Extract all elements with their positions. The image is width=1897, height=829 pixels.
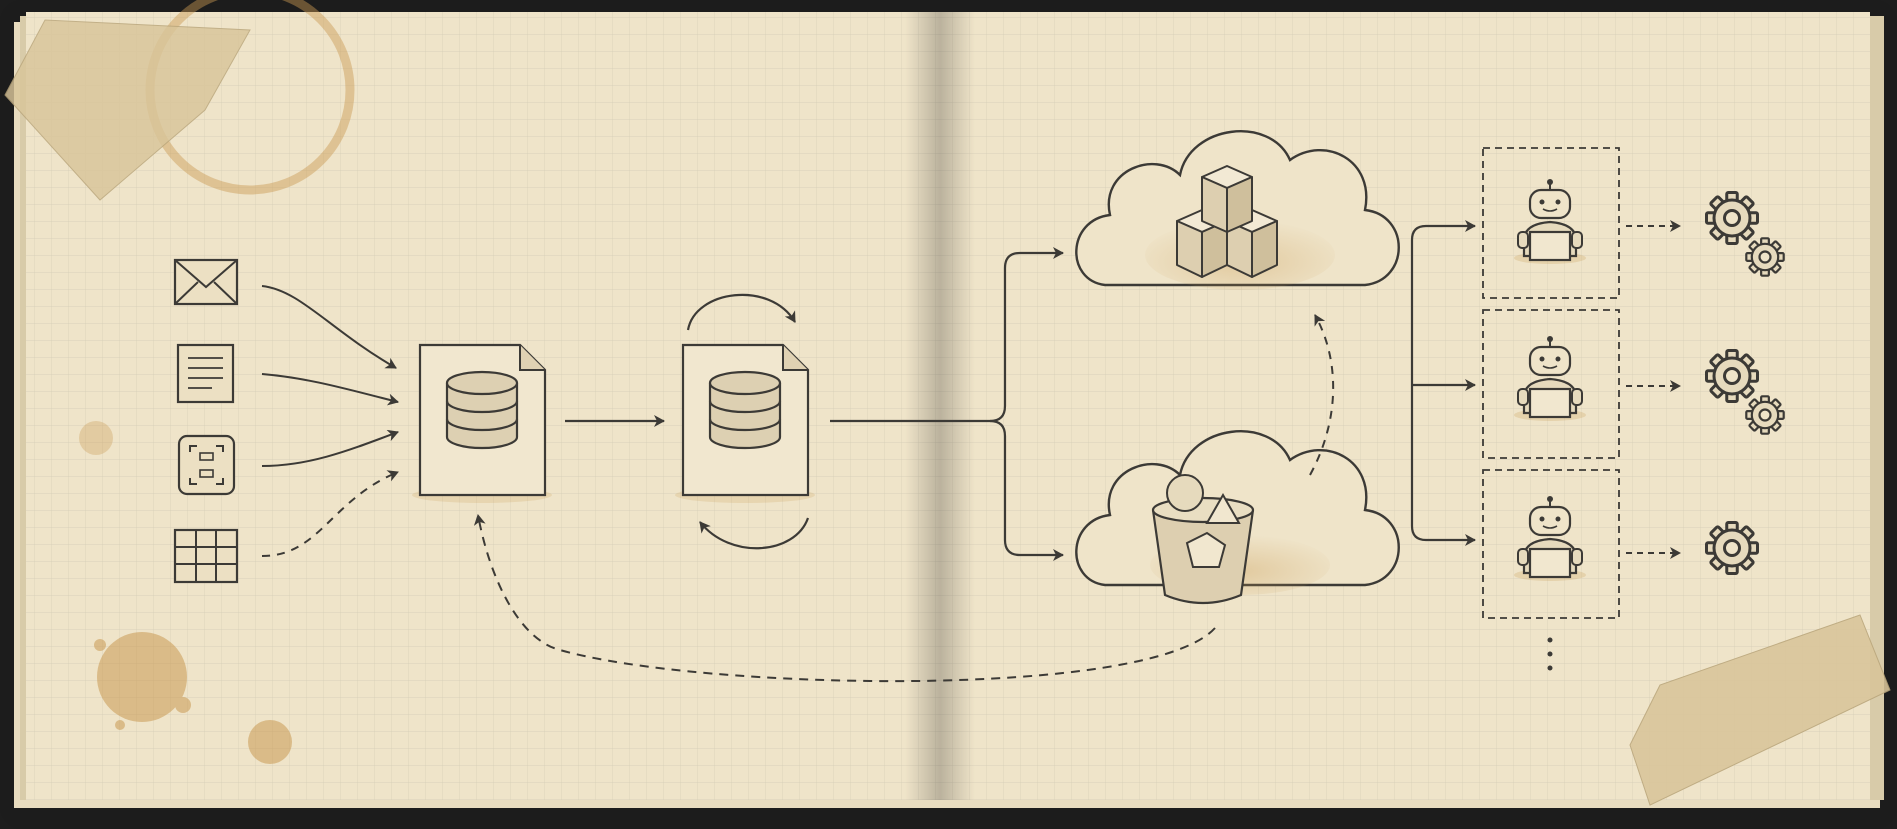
sync-arrow-bottom (699, 517, 810, 550)
arrow-document-to-store (261, 373, 399, 406)
tape-top-left (4, 19, 251, 201)
cloud-bucket-icon (1075, 430, 1400, 605)
arrow-envelope-to-store (261, 285, 397, 369)
database-document-icon (412, 343, 552, 503)
more-agents-dots-icon (1547, 637, 1553, 671)
sync-arrow-top (686, 293, 796, 331)
connector-to-agents (1410, 220, 1476, 385)
tape-bottom-right (1629, 614, 1891, 806)
connector-to-clouds (830, 247, 1064, 423)
arrow-scan-to-store (261, 429, 399, 467)
gear-icon (1705, 349, 1759, 403)
arrow-bucket-to-cubes-dashed (1309, 314, 1335, 476)
processed-database-document-icon (675, 343, 815, 503)
source-scan-frame-icon (177, 434, 236, 496)
coffee-splash-stain (79, 421, 292, 764)
gear-icon (1745, 237, 1785, 277)
gear-icon (1705, 191, 1759, 245)
source-text-document-icon (176, 343, 235, 404)
agent-box-2 (1482, 309, 1620, 459)
page-spine (905, 12, 975, 800)
source-table-grid-icon (173, 528, 239, 584)
arrow-table-to-store (261, 470, 399, 557)
gear-icon (1705, 521, 1759, 575)
source-envelope-icon (173, 258, 239, 306)
arrow-feedback-to-store-dashed (473, 514, 1216, 683)
gear-icon (1745, 395, 1785, 435)
agent-box-3 (1482, 469, 1620, 619)
agent-box-1 (1482, 147, 1620, 299)
cloud-cubes-icon (1075, 130, 1400, 290)
